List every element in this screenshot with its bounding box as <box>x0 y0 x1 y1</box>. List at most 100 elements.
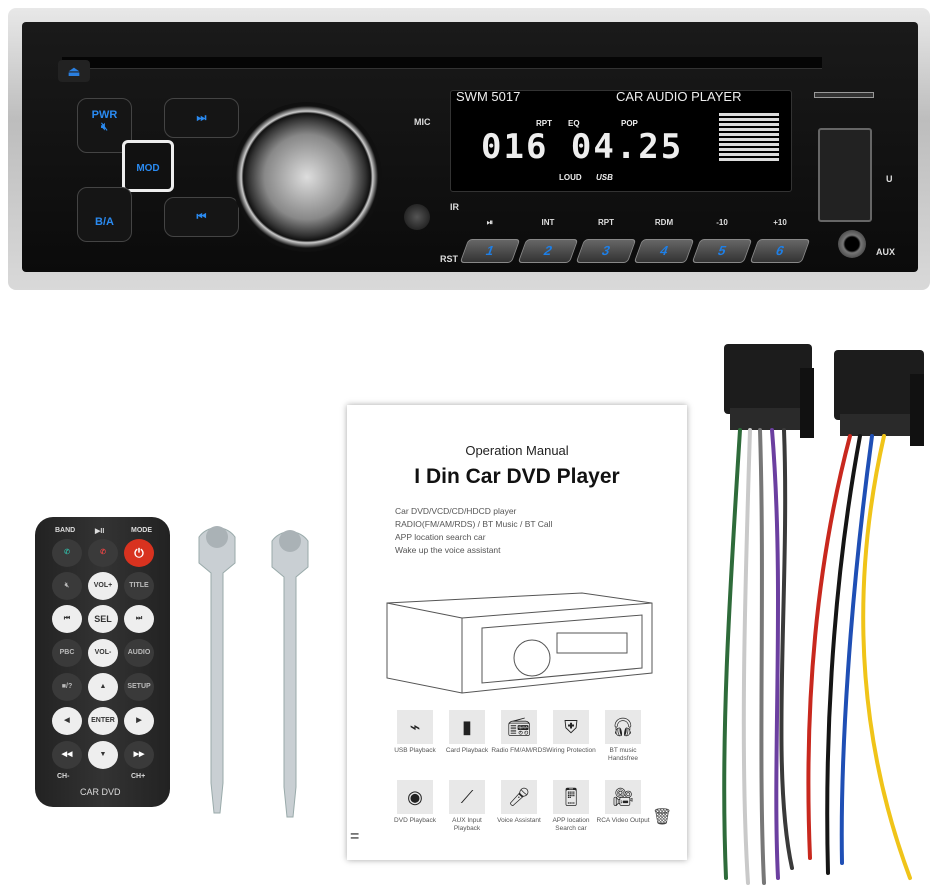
usb-icon: ⌁ <box>397 710 433 744</box>
up-button[interactable]: ▲ <box>88 673 118 701</box>
power-label: PWR <box>91 109 118 121</box>
feature-bt-music: 🎧︎BT music Handsfree <box>595 710 651 763</box>
preset-label: RPT <box>598 218 614 227</box>
preset-button-6[interactable]: 6 <box>749 239 811 263</box>
pbc-button[interactable]: PBC <box>52 639 82 667</box>
sel-button[interactable]: SEL <box>88 605 118 633</box>
spectrum-graphic <box>719 113 779 163</box>
remote-control: BAND ▶II MODE ✆ ✆ ⏻ 🔇︎ VOL+ TITLE ⏮ SEL … <box>35 517 170 807</box>
call-answer-button[interactable]: ✆ <box>52 539 82 567</box>
feature-text: Wake up the voice assistant <box>395 545 501 555</box>
mic-label: MIC <box>414 117 431 127</box>
vol-down-button[interactable]: VOL- <box>88 639 118 667</box>
removal-key-tool <box>271 530 309 818</box>
rpt-indicator: RPT <box>536 119 552 128</box>
sd-card-slot[interactable] <box>814 92 874 98</box>
disc-slot <box>62 57 822 69</box>
vol-up-button[interactable]: VOL+ <box>88 572 118 600</box>
model-label: SWM 5017 <box>456 89 521 104</box>
rewind-button[interactable]: ◀◀ <box>52 741 82 769</box>
mode-button[interactable]: MOD <box>122 140 174 192</box>
audio-button[interactable]: AUDIO <box>124 639 154 667</box>
eject-button[interactable]: ⏏ <box>58 60 90 82</box>
preset-label: ⏯ <box>486 218 494 227</box>
aux-jack[interactable] <box>838 230 866 258</box>
feature-label: APP location Search car <box>552 817 590 832</box>
feature-wiring-protection: ⛨Wiring Protection <box>543 710 599 755</box>
play-pause-label: ▶II <box>95 528 105 535</box>
preset-button-2[interactable]: 2 <box>517 239 579 263</box>
fast-forward-button[interactable]: ▶▶ <box>124 741 154 769</box>
wiring-harness-connectors <box>722 344 924 885</box>
wire-gray <box>758 428 766 885</box>
loud-indicator: LOUD <box>559 173 582 182</box>
wire-black-left <box>779 428 794 870</box>
feature-voice-assistant: 🎤︎Voice Assistant <box>491 780 547 825</box>
feature-app-location: 📱︎APP location Search car <box>543 780 599 833</box>
band-button[interactable]: B/A <box>77 187 132 242</box>
wire-blue <box>839 434 874 865</box>
feature-usb-playback: ⌁USB Playback <box>387 710 443 755</box>
removal-key-tool <box>198 526 236 814</box>
wire-white <box>741 428 752 885</box>
radio-icon: 📻︎ <box>501 710 537 744</box>
right-button[interactable]: ▶ <box>124 707 154 735</box>
power-button[interactable]: PWR🔇︎ <box>77 98 132 153</box>
feature-dvd-playback: ◉ DVD Playback <box>387 780 443 825</box>
weee-bin-icon: 🗑︎ <box>652 809 673 826</box>
feature-list: Car DVD/VCD/CD/HDCD player RADIO(FM/AM/R… <box>395 505 552 557</box>
usb-port-cover[interactable] <box>818 128 872 222</box>
power-button[interactable]: ⏻ <box>124 539 154 567</box>
left-button[interactable]: ◀ <box>52 707 82 735</box>
rst-label: RST <box>440 254 458 264</box>
mute-button[interactable]: 🔇︎ <box>52 572 82 600</box>
feature-label: RCA Video Output <box>596 817 650 824</box>
ir-label: IR <box>450 202 459 212</box>
sd-card-icon: ▮ <box>449 710 485 744</box>
manual-title: I Din Car DVD Player <box>414 465 620 488</box>
prev-track-button[interactable]: ⏮ <box>164 197 239 237</box>
disc-icon: ◉ <box>397 780 433 814</box>
feature-label: Card Playback <box>445 747 489 754</box>
remote-brand-label: CAR DVD <box>80 787 121 797</box>
aux-plug-icon: ⟋ <box>449 780 485 814</box>
manual-heading: Operation Manual <box>465 443 569 458</box>
preset-button-5[interactable]: 5 <box>691 239 753 263</box>
call-hangup-button[interactable]: ✆ <box>88 539 118 567</box>
product-subtitle: CAR AUDIO PLAYER <box>616 89 742 104</box>
preset-label: INT <box>541 218 555 227</box>
setup-button[interactable]: SETUP <box>124 673 154 701</box>
stop-button[interactable]: ■/? <box>52 673 82 701</box>
title-button[interactable]: TITLE <box>124 572 154 600</box>
lcd-display: SWM 5017 CAR AUDIO PLAYER RPT EQ POP 016… <box>450 89 792 192</box>
microphone-icon: 🎤︎ <box>501 780 537 814</box>
operation-manual: Operation Manual I Din Car DVD Player Ca… <box>347 405 687 860</box>
iso-connector-right <box>834 350 924 446</box>
feature-text: APP location search car <box>395 532 486 542</box>
page-mark: = <box>350 828 360 845</box>
shield-icon: ⛨ <box>553 710 589 744</box>
preset-button-1[interactable]: 1 <box>459 239 521 263</box>
enter-button[interactable]: ENTER <box>88 707 118 735</box>
down-button[interactable]: ▼ <box>88 741 118 769</box>
preset-button-4[interactable]: 4 <box>633 239 695 263</box>
wire-purple <box>770 428 781 880</box>
feature-label: DVD Playback <box>394 817 436 824</box>
lcd-digits: 016 04.25 <box>481 127 684 167</box>
iso-connector-left <box>724 344 814 438</box>
volume-knob[interactable] <box>232 102 382 252</box>
feature-label: AUX Input Playback <box>452 817 482 832</box>
feature-rca-video: 🎥︎ RCA Video Output <box>595 780 651 825</box>
next-track-button[interactable]: ⏭ <box>164 98 239 138</box>
headphones-icon: 🎧︎ <box>605 710 641 744</box>
eject-icon: ⏏ <box>67 63 81 79</box>
prev-button[interactable]: ⏮ <box>52 605 82 633</box>
preset-button-3[interactable]: 3 <box>575 239 637 263</box>
next-button[interactable]: ⏭ <box>124 605 154 633</box>
video-camera-icon: 🎥︎ <box>605 780 641 814</box>
stereo-line-drawing <box>386 592 653 694</box>
preset-label: RDM <box>654 218 674 227</box>
ch-minus-label: CH- <box>57 773 70 780</box>
wire-red <box>806 434 852 860</box>
preset-label: +10 <box>773 218 787 227</box>
